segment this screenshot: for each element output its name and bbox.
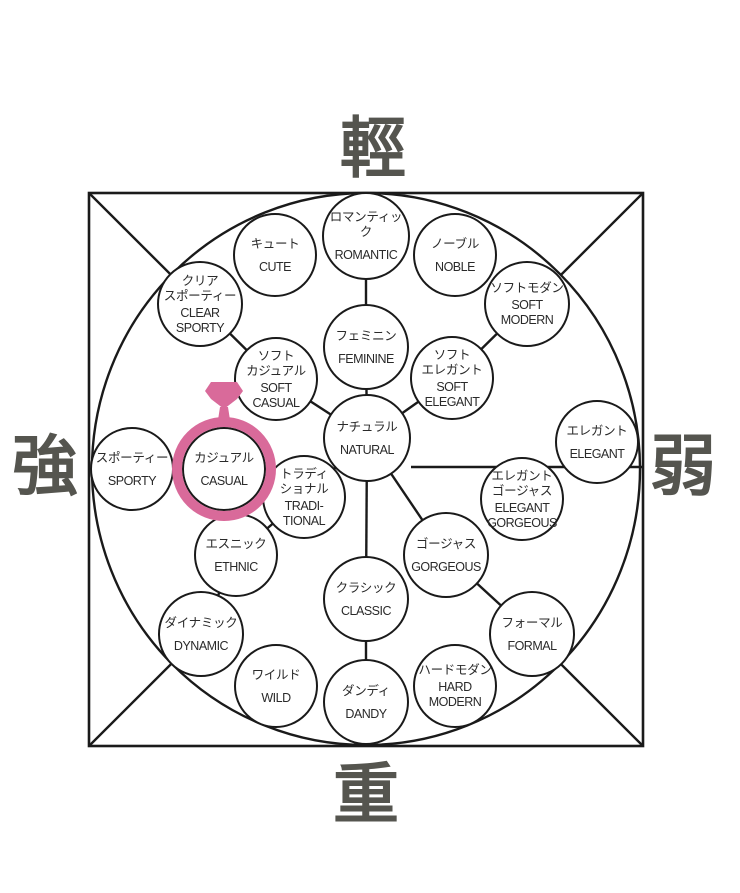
node-label-en: SOFT CASUAL <box>252 380 300 410</box>
node-label-en: GORGEOUS <box>411 559 481 574</box>
node-label-jp: ダイナミック <box>164 614 238 630</box>
node-cute: キュート CUTE <box>233 213 317 297</box>
node-dynamic: ダイナミック DYNAMIC <box>158 591 244 677</box>
node-dandy: ダンディ DANDY <box>323 659 409 745</box>
node-label-jp: ソフト カジュアル <box>246 347 306 378</box>
axis-label-light: 輕 <box>340 109 406 187</box>
node-label-en: FEMININE <box>338 351 394 366</box>
node-label-jp: エレガント ゴージャス <box>491 467 553 498</box>
node-sporty: スポーティー SPORTY <box>90 427 174 511</box>
node-label-en: DYNAMIC <box>173 638 229 653</box>
node-label-jp: クラシック <box>335 579 397 595</box>
node-label-en: SOFT MODERN <box>500 298 554 327</box>
node-label-jp: ロマンティック <box>329 209 403 239</box>
node-label-en: ELEGANT <box>569 446 625 461</box>
node-label-en: CLEAR SPORTY <box>175 305 225 335</box>
node-noble: ノーブル NOBLE <box>413 213 497 297</box>
node-formal: フォーマル FORMAL <box>489 591 575 677</box>
node-label-en: CLASSIC <box>341 603 392 618</box>
node-label-jp: ノーブル <box>430 235 480 251</box>
node-label-jp: ナチュラル <box>336 418 398 434</box>
node-hard-modern: ハードモダン HARD MODERN <box>413 644 497 728</box>
axis-label-strong: 強 <box>12 427 78 505</box>
node-elegant: エレガント ELEGANT <box>555 400 639 484</box>
node-label-jp: ソフトモダン <box>490 280 564 295</box>
node-label-jp: クリア スポーティー <box>163 272 237 303</box>
node-label-jp: トラディ ショナル <box>279 465 329 496</box>
node-label-en: SOFT ELEGANT <box>424 379 480 409</box>
node-label-en: HARD MODERN <box>428 680 482 709</box>
node-label-jp: エレガント <box>566 422 628 438</box>
node-label-en: SPORTY <box>107 473 157 488</box>
node-label-jp: キュート <box>250 235 300 251</box>
node-label-jp: ワイルド <box>251 666 301 682</box>
node-label-en: CASUAL <box>200 473 248 488</box>
node-label-jp: フェミニン <box>335 327 397 343</box>
node-label-en: FORMAL <box>507 638 557 653</box>
node-label-jp: ゴージャス <box>415 535 477 551</box>
node-label-jp: ソフト エレガント <box>421 346 483 377</box>
node-label-jp: ダンディ <box>342 682 390 698</box>
node-feminine: フェミニン FEMININE <box>323 304 409 390</box>
node-gorgeous: ゴージャス GORGEOUS <box>403 512 489 598</box>
node-ethnic: エスニック ETHNIC <box>194 513 278 597</box>
node-label-jp: フォーマル <box>501 614 563 630</box>
node-label-jp: ハードモダン <box>418 662 492 677</box>
node-label-en: CUTE <box>258 259 292 274</box>
node-label-en: WILD <box>261 690 291 705</box>
node-label-jp: スポーティー <box>95 449 169 465</box>
node-label-en: DANDY <box>345 706 387 721</box>
node-label-en: NOBLE <box>435 259 475 274</box>
node-classic: クラシック CLASSIC <box>323 556 409 642</box>
axis-label-weak: 弱 <box>650 427 716 505</box>
node-label-en: TRADI- TIONAL <box>282 498 326 528</box>
node-label-en: ROMANTIC <box>334 248 398 262</box>
axis-label-heavy: 重 <box>333 755 399 833</box>
node-label-jp: エスニック <box>205 535 267 551</box>
node-wild: ワイルド WILD <box>234 644 318 728</box>
node-label-en: ELEGANT GORGEOUS <box>487 500 557 530</box>
node-label-en: NATURAL <box>340 442 394 457</box>
node-soft-modern: ソフトモダン SOFT MODERN <box>484 261 570 347</box>
node-casual: カジュアル CASUAL <box>182 427 266 511</box>
node-romantic: ロマンティック ROMANTIC <box>322 192 410 280</box>
node-label-en: ETHNIC <box>214 559 258 574</box>
node-label-jp: カジュアル <box>194 449 254 465</box>
node-natural: ナチュラル NATURAL <box>323 394 411 482</box>
